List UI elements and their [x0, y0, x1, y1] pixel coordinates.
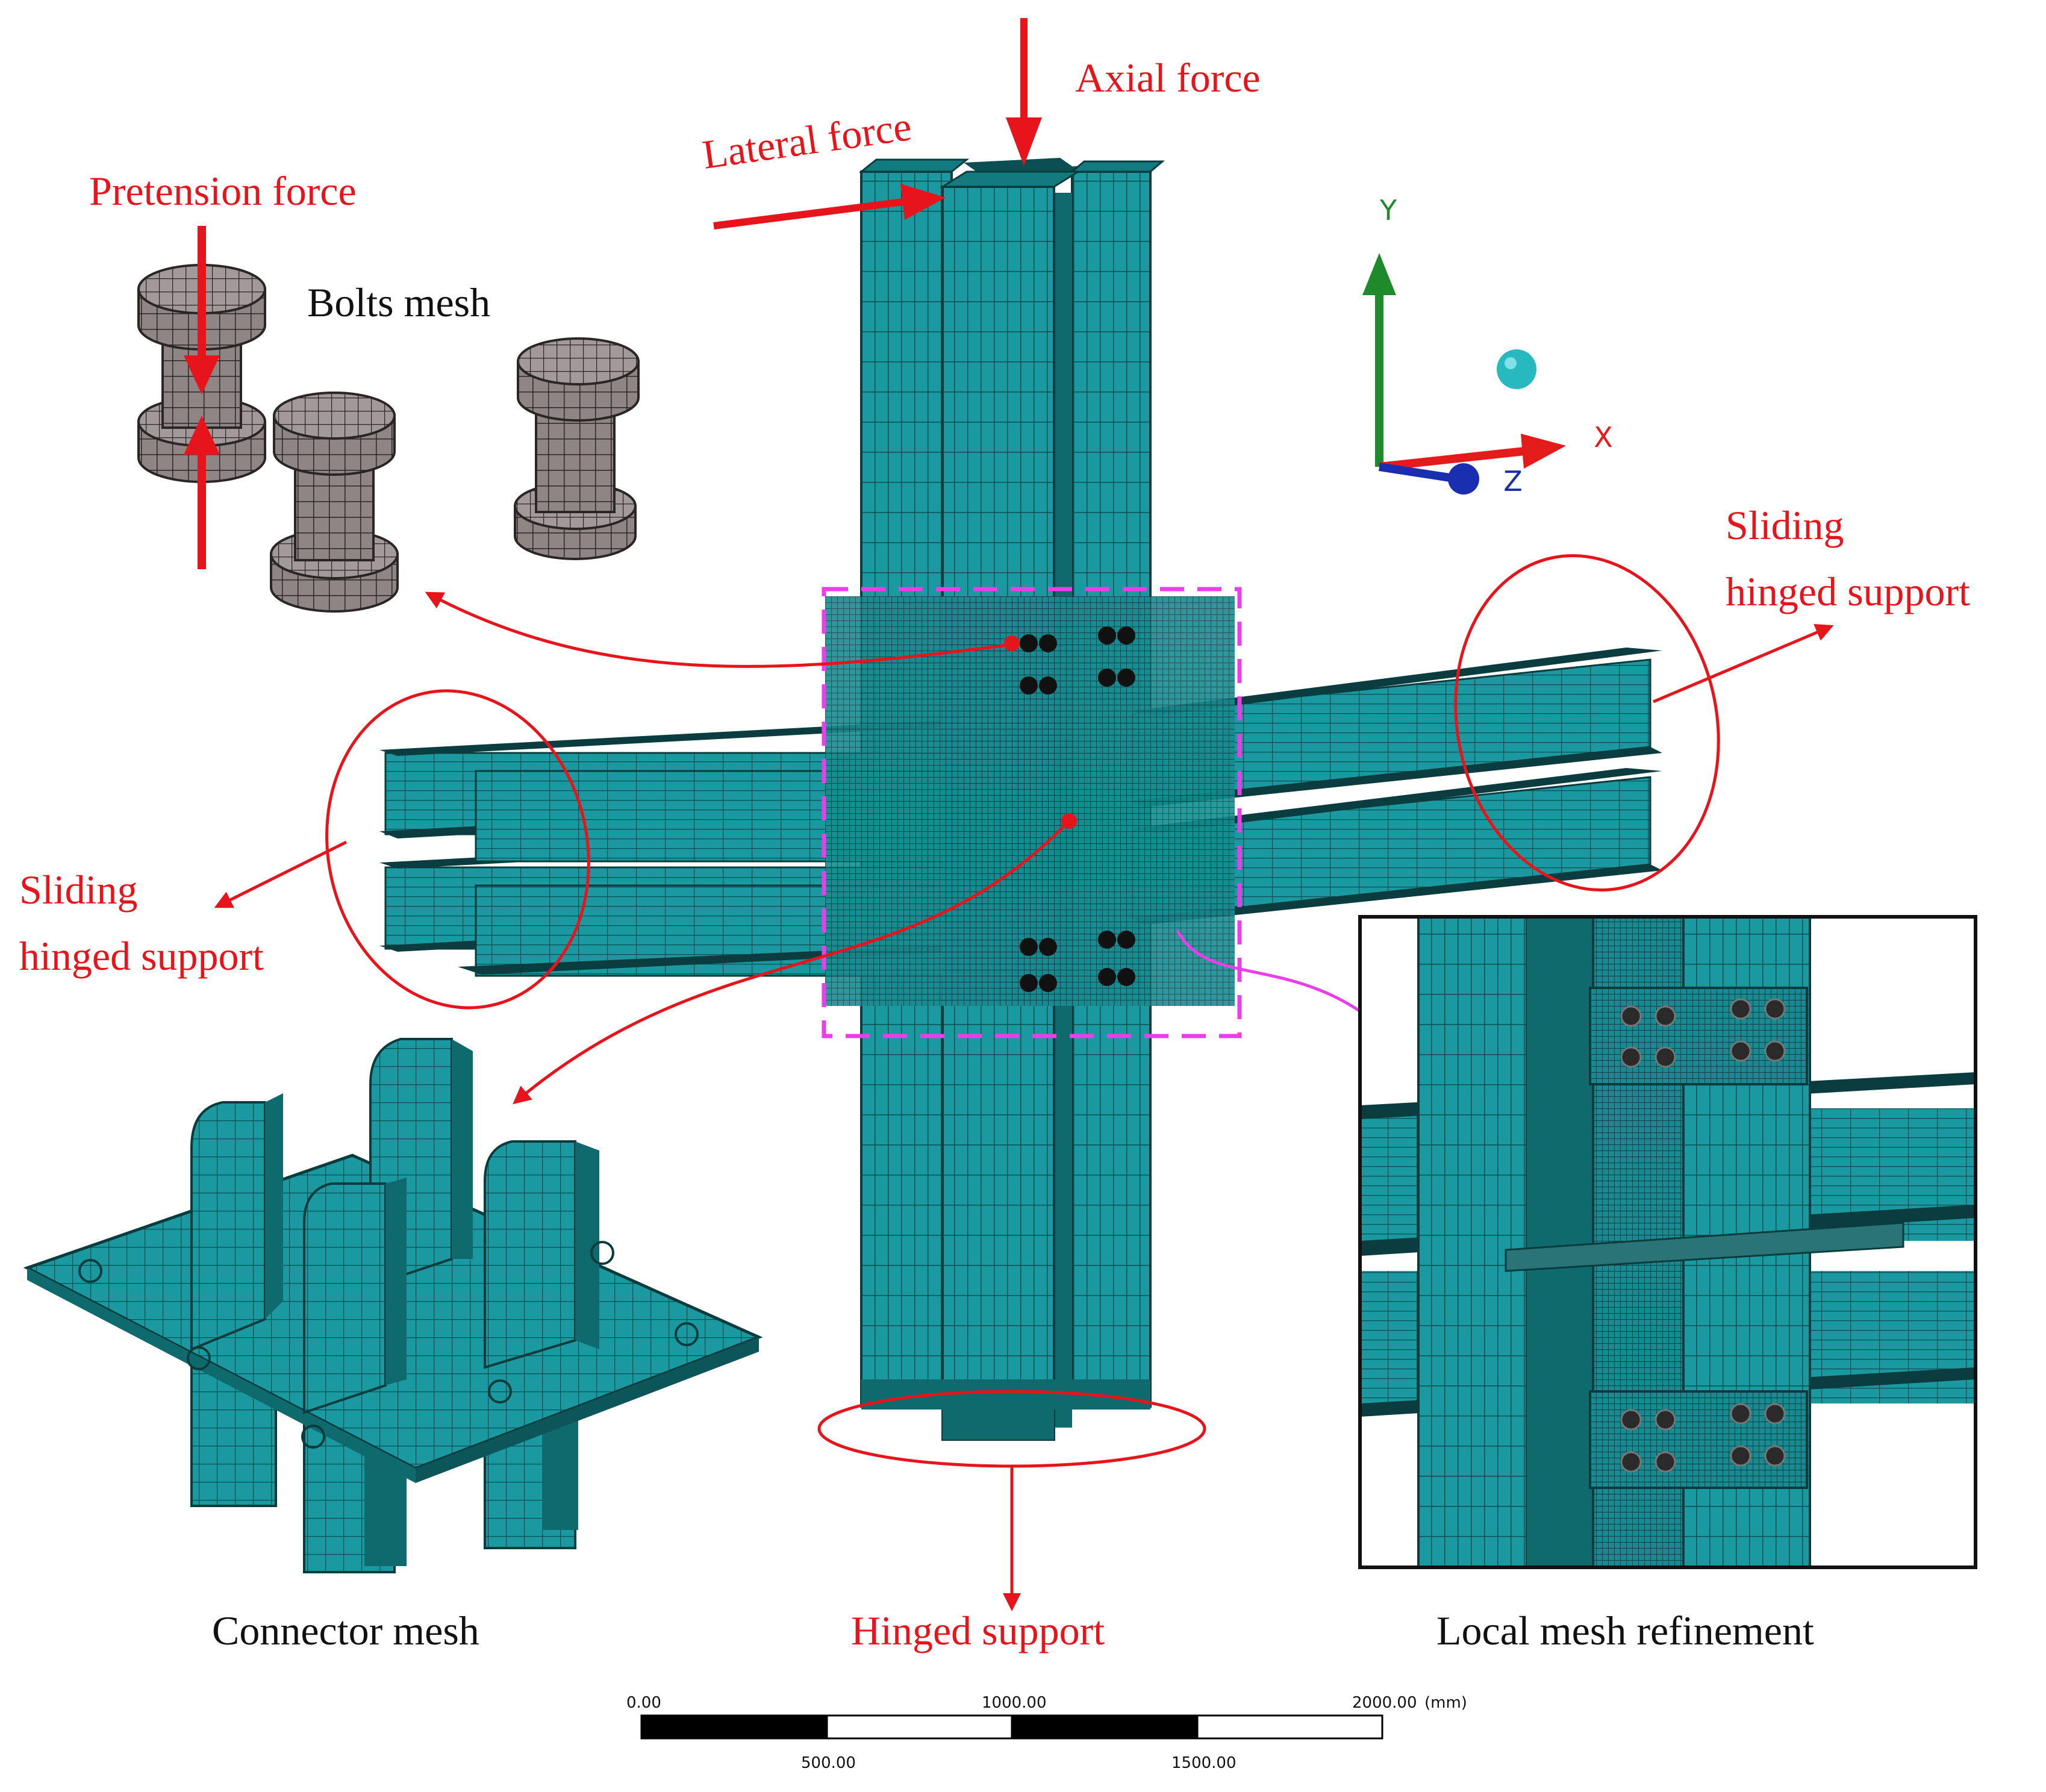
left-support-ellipse — [325, 689, 590, 1010]
axis-z-label: Z — [1503, 465, 1523, 498]
coordinate-triad: Y X Z — [1362, 194, 1613, 498]
sliding-right-label-1: Sliding — [1726, 502, 1844, 548]
scale-unit: (mm) — [1424, 1694, 1467, 1712]
bottom-support-ellipse — [817, 1390, 1206, 1468]
bolts-mesh-group — [137, 226, 640, 613]
local-mesh-refinement-label: Local mesh refinement — [1436, 1608, 1814, 1653]
lateral-force-arrow — [713, 184, 946, 229]
sliding-left-label-1: Sliding — [19, 867, 138, 913]
support-annotations — [214, 554, 1834, 1611]
connector-mesh-label: Connector mesh — [212, 1608, 479, 1653]
scale-tick-1500: 1500.00 — [1171, 1754, 1237, 1772]
refinement-region-box — [822, 587, 1242, 1038]
scale-tick-0: 0.00 — [626, 1694, 661, 1712]
right-support-ellipse — [1454, 554, 1720, 892]
bolt-3 — [514, 337, 640, 560]
scale-tick-2000: 2000.00 — [1352, 1694, 1417, 1712]
pretension-force-label: Pretension force — [89, 168, 357, 214]
scale-bar: 0.00 1000.00 2000.00 (mm) 500.00 1500.00 — [626, 1694, 1467, 1772]
sliding-left-label-2: hinged support — [19, 933, 264, 979]
bolts-mesh-label: Bolts mesh — [307, 279, 490, 325]
axial-force-arrow — [1006, 18, 1042, 166]
beams-assembly — [379, 596, 1662, 1006]
scale-tick-500: 500.00 — [801, 1754, 856, 1772]
connector-mesh — [23, 1038, 763, 1573]
local-refinement-inset — [1358, 915, 1977, 1569]
scale-tick-1000: 1000.00 — [982, 1694, 1047, 1712]
sliding-right-label-2: hinged support — [1726, 569, 1970, 614]
pretension-force-arrows — [184, 226, 220, 569]
axis-y-label: Y — [1379, 194, 1397, 226]
hinged-support-label: Hinged support — [851, 1608, 1105, 1653]
axis-x-label: X — [1594, 421, 1613, 454]
bolt-2 — [270, 392, 399, 613]
joint-bolts — [1020, 626, 1135, 992]
axial-force-label: Axial force — [1075, 55, 1261, 101]
